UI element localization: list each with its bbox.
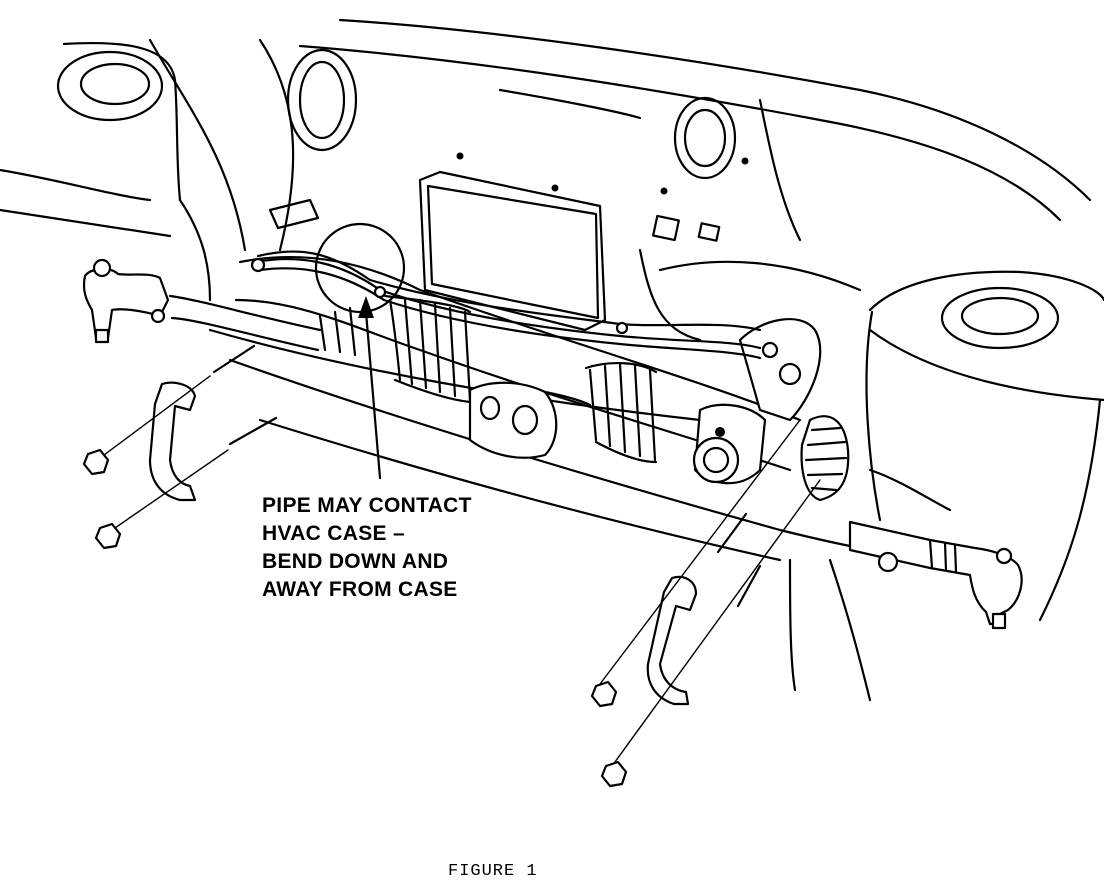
pinion-housing: [692, 318, 822, 485]
right-strut-tower: [788, 270, 1104, 702]
hydraulic-pipes: [250, 250, 762, 360]
callout-line-4: AWAY FROM CASE: [262, 578, 458, 601]
pipe-contact-circle: [314, 222, 406, 314]
steering-rack: [168, 255, 850, 502]
callout-line-3: BEND DOWN AND: [262, 550, 449, 573]
center-mount-bushing: [468, 381, 592, 459]
firewall: [258, 18, 1092, 342]
left-tie-rod-end: [82, 258, 170, 344]
right-clamp-hardware: [590, 419, 821, 788]
callout-line-1: PIPE MAY CONTACT: [262, 494, 472, 517]
pipe-contact-callout: PIPE MAY CONTACT HVAC CASE – BEND DOWN A…: [262, 492, 472, 604]
callout-line-2: HVAC CASE –: [262, 522, 405, 545]
callout-leader-arrow: [358, 296, 382, 480]
right-rack-boot: [584, 361, 658, 464]
right-outer-boot: [800, 415, 850, 502]
left-rack-boot: [318, 294, 472, 404]
right-tie-rod-end: [848, 520, 1023, 630]
left-strut-tower: [0, 38, 247, 302]
figure-caption: FIGURE 1: [448, 862, 538, 881]
left-clamp-hardware: [82, 344, 278, 550]
